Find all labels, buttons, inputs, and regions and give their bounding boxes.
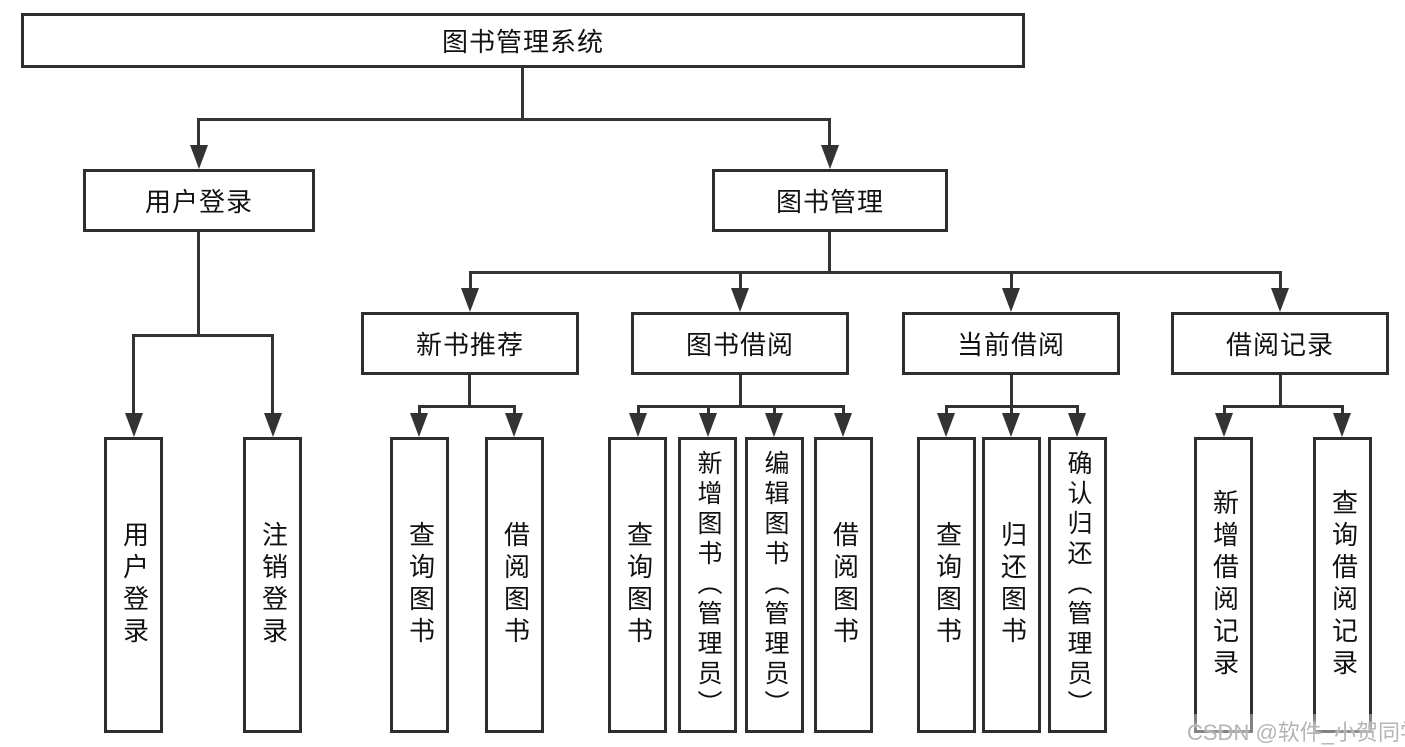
connector-book-borrow-stem	[739, 375, 742, 407]
leaf-query-books-2: 查询图书	[608, 437, 667, 733]
arrowhead	[1333, 413, 1351, 437]
node-user-login-label: 用户登录	[144, 188, 253, 217]
node-root: 图书管理系统	[21, 13, 1025, 68]
leaf-confirm-return-admin: 确认归还（管理员）	[1048, 437, 1107, 733]
arrowhead	[1068, 413, 1086, 437]
arrowhead	[937, 413, 955, 437]
arrowhead	[125, 413, 143, 437]
leaf-query-books-3: 查询图书	[917, 437, 976, 733]
node-book-management-label: 图书管理	[775, 188, 884, 217]
arrowhead	[1271, 288, 1289, 312]
connector-drop-leaf-logout	[271, 334, 274, 416]
connector-root-stem	[521, 66, 524, 120]
connector-drop	[1223, 405, 1226, 417]
node-current-borrow-label: 当前借阅	[956, 331, 1065, 360]
connector-drop	[1010, 405, 1013, 417]
arrowhead	[190, 145, 208, 169]
connector-new-book-recommend-bar	[418, 405, 516, 408]
node-book-borrow: 图书借阅	[631, 312, 849, 375]
connector-book-borrow-bar	[637, 405, 845, 408]
leaf-query-books-2-label: 查询图书	[623, 521, 653, 649]
leaf-return-books: 归还图书	[982, 437, 1041, 733]
arrowhead	[629, 413, 647, 437]
connector-borrow-records-bar	[1223, 405, 1343, 408]
connector-user-login-stem	[197, 232, 200, 336]
leaf-borrow-books-2: 借阅图书	[814, 437, 873, 733]
arrowhead	[461, 288, 479, 312]
arrowhead	[505, 413, 523, 437]
leaf-edit-books-admin: 编辑图书（管理员）	[745, 437, 804, 733]
leaf-logout: 注销登录	[243, 437, 302, 733]
connector-new-book-recommend-stem	[468, 375, 471, 407]
connector-drop	[773, 405, 776, 417]
leaf-add-borrow-record-label: 新增借阅记录	[1209, 489, 1239, 681]
connector-drop	[637, 405, 640, 417]
leaf-query-books-1-label: 查询图书	[405, 521, 435, 649]
node-new-book-recommend: 新书推荐	[361, 312, 579, 375]
arrowhead	[1215, 413, 1233, 437]
connector-drop-current-borrow	[1010, 271, 1013, 291]
arrowhead	[731, 288, 749, 312]
leaf-edit-books-admin-label: 编辑图书（管理员）	[761, 450, 788, 720]
arrowhead	[1002, 413, 1020, 437]
leaf-add-borrow-record: 新增借阅记录	[1194, 437, 1253, 733]
connector-drop-borrow-records	[1279, 271, 1282, 291]
leaf-confirm-return-admin-label: 确认归还（管理员）	[1064, 450, 1091, 720]
arrowhead	[765, 413, 783, 437]
connector-level1-bar	[197, 118, 831, 121]
leaf-user-login: 用户登录	[104, 437, 163, 733]
connector-drop	[1341, 405, 1344, 417]
leaf-borrow-books-1: 借阅图书	[485, 437, 544, 733]
leaf-return-books-label: 归还图书	[997, 521, 1027, 649]
leaf-query-books-3-label: 查询图书	[932, 521, 962, 649]
leaf-borrow-books-1-label: 借阅图书	[500, 521, 530, 649]
arrowhead	[699, 413, 717, 437]
leaf-borrow-books-2-label: 借阅图书	[829, 521, 859, 649]
node-current-borrow: 当前借阅	[902, 312, 1120, 375]
connector-drop	[707, 405, 710, 417]
node-book-borrow-label: 图书借阅	[685, 331, 794, 360]
connector-borrow-records-stem	[1279, 375, 1282, 407]
arrowhead	[821, 145, 839, 169]
leaf-add-books-admin-label: 新增图书（管理员）	[694, 450, 721, 720]
node-book-management: 图书管理	[712, 169, 948, 232]
leaf-user-login-label: 用户登录	[119, 521, 149, 649]
connector-drop-book-borrow	[739, 271, 742, 291]
leaf-add-books-admin: 新增图书（管理员）	[678, 437, 737, 733]
connector-user-login-bar	[132, 334, 274, 337]
leaf-logout-label: 注销登录	[258, 521, 288, 649]
connector-book-management-stem	[828, 232, 831, 273]
leaf-query-borrow-record: 查询借阅记录	[1313, 437, 1372, 733]
connector-drop-new-book-recommend	[469, 271, 472, 291]
connector-drop	[513, 405, 516, 417]
node-borrow-records: 借阅记录	[1171, 312, 1389, 375]
node-user-login: 用户登录	[83, 169, 315, 232]
connector-drop	[945, 405, 948, 417]
leaf-query-books-1: 查询图书	[390, 437, 449, 733]
arrowhead	[834, 413, 852, 437]
node-new-book-recommend-label: 新书推荐	[415, 331, 524, 360]
connector-current-borrow-stem	[1010, 375, 1013, 407]
connector-drop	[842, 405, 845, 417]
connector-level2-bar	[469, 271, 1282, 274]
connector-drop-leaf-user-login	[132, 334, 135, 416]
connector-drop	[1076, 405, 1079, 417]
node-root-label: 图书管理系统	[441, 28, 604, 57]
connector-drop-user-login	[197, 118, 200, 148]
arrowhead	[1002, 288, 1020, 312]
connector-drop	[418, 405, 421, 417]
arrowhead	[264, 413, 282, 437]
node-borrow-records-label: 借阅记录	[1225, 331, 1334, 360]
leaf-query-borrow-record-label: 查询借阅记录	[1328, 489, 1358, 681]
arrowhead	[410, 413, 428, 437]
connector-drop-book-management	[828, 118, 831, 148]
csdn-watermark: CSDN @软件_小贺同学	[1183, 714, 1405, 747]
